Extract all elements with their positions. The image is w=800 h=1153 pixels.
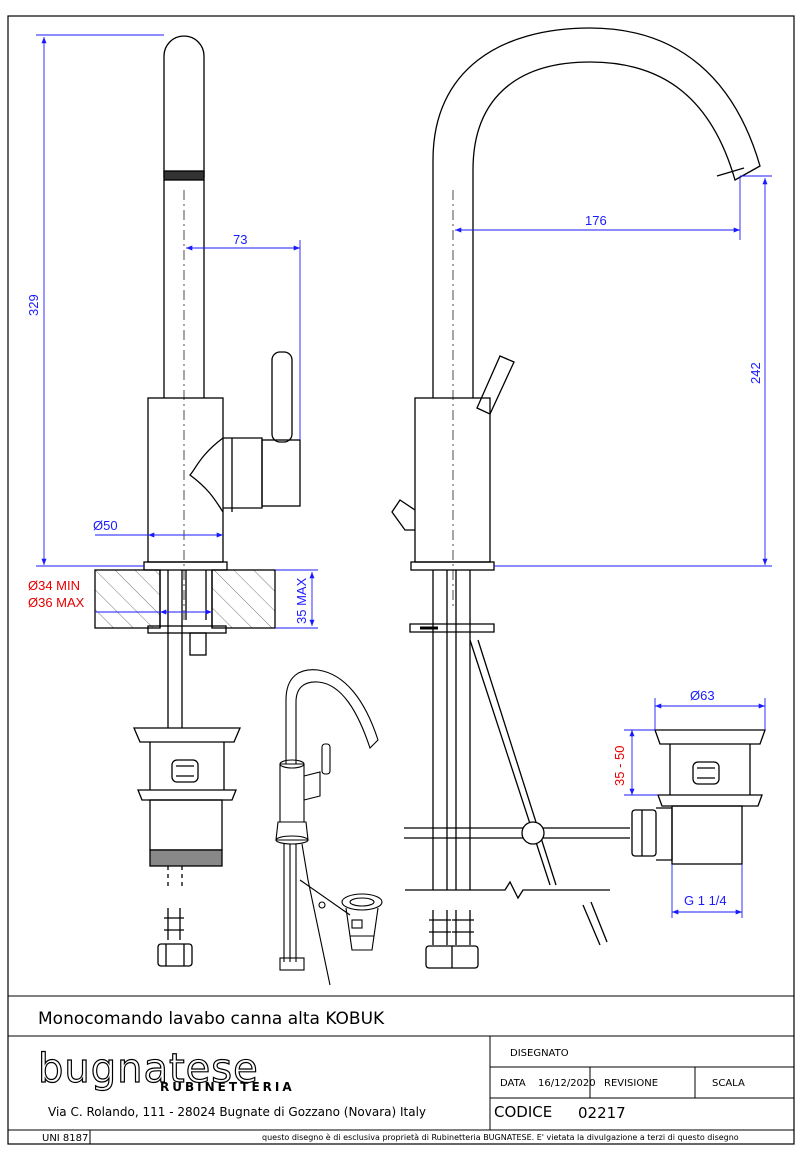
front-hose-nut [157,943,193,967]
front-view [94,35,301,967]
perspective-view [275,669,383,986]
dim-side-height: 242 [748,362,763,384]
revision-label: REVISIONE [604,1078,658,1089]
side-spout [432,27,761,398]
side-knob [391,499,416,531]
dim-front-base-diameter: Ø50 [93,518,118,533]
code-value: 02217 [578,1104,626,1122]
front-cartridge [223,437,263,509]
front-base-ring [143,561,228,571]
deck-section-left [94,569,161,629]
dim-hole-max: Ø36 MAX [28,595,85,610]
dim-side-reach: 176 [585,213,607,228]
dim-front-spout-offset: 73 [233,232,247,247]
front-waste-body [149,799,223,851]
disclaimer: questo disegno è di esclusiva proprietà … [262,1132,739,1142]
drawing-frame [7,15,795,1145]
front-handle-base [261,439,301,507]
side-pivot-ball [521,821,545,845]
drawn-label: DISEGNATO [510,1048,569,1059]
perspective-waste-top [341,893,383,911]
side-dimensions [455,175,772,918]
side-waste-body [671,805,743,865]
date-label: DATA [500,1078,526,1089]
side-waste-nut [631,809,657,857]
dim-hole-min: Ø34 MIN [28,578,80,593]
front-body [147,397,224,563]
product-title: Monocomando lavabo canna alta KOBUK [38,1009,385,1029]
company-address: Via C. Rolando, 111 - 28024 Bugnate di G… [48,1105,426,1119]
title-block [8,995,794,1144]
front-lever [271,351,293,443]
perspective-spout [285,669,379,764]
deck-section-right [211,569,276,629]
side-waste-top [654,729,766,745]
front-dimensions [36,34,318,629]
front-spout [163,35,205,178]
standard-reference: UNI 8187 [42,1133,88,1144]
dim-waste-diameter: Ø63 [690,688,715,703]
brand-subtitle: RUBINETTERIA [160,1080,295,1094]
side-view [391,27,766,969]
dim-deck-thickness: 35 MAX [294,577,309,624]
dim-waste-height: 35 - 50 [612,746,627,786]
code-label: CODICE [494,1103,552,1121]
side-body [414,397,491,563]
front-waste-top [133,727,241,743]
date-value: 16/12/2020 [538,1078,596,1089]
brand-logo: bugnatese [38,1046,259,1092]
scale-label: SCALA [712,1078,745,1089]
front-aerator [163,170,205,181]
dim-waste-thread: G 1 1/4 [684,893,727,908]
side-lever [476,355,515,415]
dim-front-height: 329 [26,294,41,316]
perspective-body [279,763,305,823]
perspective-lever [321,743,331,775]
